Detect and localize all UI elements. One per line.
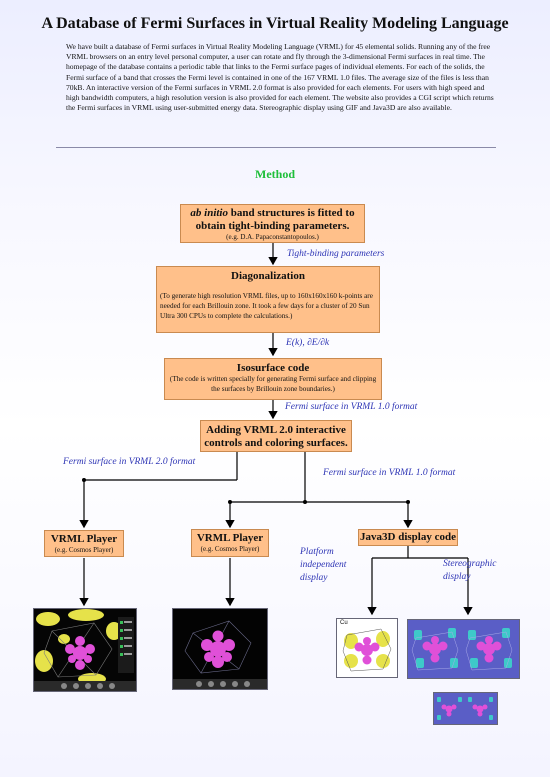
junction-dot bbox=[82, 478, 86, 482]
page-title: A Database of Fermi Surfaces in Virtual … bbox=[41, 15, 509, 32]
fermi-surface-image bbox=[342, 628, 392, 672]
fermi-surface-image bbox=[173, 609, 267, 689]
stereo-gif-screenshot bbox=[433, 692, 498, 725]
label-stereographic: Stereographic display bbox=[443, 559, 497, 582]
java3d-stereo-screenshot bbox=[407, 619, 520, 679]
label-energy-derivative: E(k), ∂E/∂k bbox=[286, 338, 330, 348]
diagonalization-description: (To generate high resolution VRML files,… bbox=[160, 292, 373, 320]
fermi-surface-image bbox=[34, 609, 136, 691]
box4-line1-text: Adding VRML 2.0 interactive bbox=[206, 424, 346, 436]
label-platform-independent: Platform independent display bbox=[300, 547, 347, 583]
diagonalization-box: Diagonalization (To generate high resolu… bbox=[156, 266, 380, 333]
junction-dot bbox=[228, 500, 232, 504]
stereo-fermi-surface-image-small bbox=[434, 693, 497, 724]
ab-initio-text: ab initio bbox=[190, 207, 228, 219]
label-fermi-surface-vrml20: Fermi surface in VRML 2.0 format bbox=[63, 457, 196, 467]
stereo-fermi-surface-image bbox=[408, 620, 519, 678]
java3d-heading: Java3D display code bbox=[360, 531, 456, 543]
divider bbox=[56, 147, 496, 148]
box1-line2-text: obtain tight-binding parameters. bbox=[195, 220, 350, 232]
vrml-player-screenshot-1 bbox=[33, 608, 137, 692]
vrml-player-example: (e.g. Cosmos Player) bbox=[54, 546, 114, 554]
isosurface-description: (The code is written specially for gener… bbox=[169, 375, 377, 393]
vrml-player-screenshot-2 bbox=[172, 608, 268, 690]
method-heading: Method bbox=[255, 167, 295, 181]
isosurface-heading: Isosurface code bbox=[236, 362, 310, 374]
vrml-player-example: (e.g. Cosmos Player) bbox=[200, 545, 260, 553]
box4-line2-text: controls and coloring surfaces. bbox=[204, 437, 348, 449]
label-tight-binding-parameters: Tight-binding parameters bbox=[287, 249, 385, 259]
java3d-display-box: Java3D display code bbox=[358, 529, 458, 546]
label-fermi-surface-vrml10-a: Fermi surface in VRML 1.0 format bbox=[285, 402, 418, 412]
abstract-text: We have built a database of Fermi surfac… bbox=[66, 42, 494, 113]
junction-dot bbox=[303, 500, 307, 504]
vrml-player-heading: VRML Player bbox=[196, 532, 264, 544]
box1-line1-text: band structures is fitted to bbox=[227, 207, 355, 219]
vrml-player-heading: VRML Player bbox=[50, 533, 118, 545]
junction-dot bbox=[406, 500, 410, 504]
box1-reference-text: (e.g. D.A. Papaconstantopoulos.) bbox=[226, 233, 319, 241]
label-fermi-surface-vrml10-b: Fermi surface in VRML 1.0 format bbox=[323, 468, 456, 478]
java3d-platform-screenshot: Cu bbox=[336, 618, 398, 678]
isosurface-code-box: Isosurface code (The code is written spe… bbox=[164, 358, 382, 400]
vrml-player-box-mid: VRML Player (e.g. Cosmos Player) bbox=[191, 529, 269, 557]
vrml-player-box-left: VRML Player (e.g. Cosmos Player) bbox=[44, 530, 124, 557]
element-label: Cu bbox=[340, 620, 348, 626]
diagonalization-heading: Diagonalization bbox=[231, 270, 305, 282]
tight-binding-fit-box: ab initio band structures is fitted to o… bbox=[180, 204, 365, 243]
vrml2-controls-box: Adding VRML 2.0 interactive controls and… bbox=[200, 420, 352, 452]
